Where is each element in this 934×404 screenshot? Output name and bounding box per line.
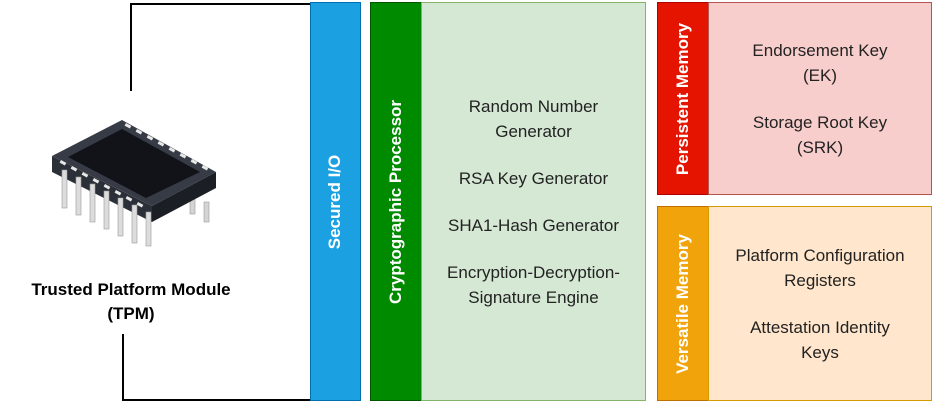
crypto-item-rng: Random Number Generator [468, 96, 599, 141]
crypto-item-encryption-engine: Encryption-Decryption-Signature Engine [447, 262, 620, 307]
crypto-processor-band: Cryptographic Processor [370, 2, 422, 401]
persistent-memory-panel: Endorsement Key (EK) Storage Root Key (S… [708, 2, 932, 195]
connector-line-top-vertical [130, 3, 132, 91]
tpm-label-line1: Trusted Platform Module [31, 280, 231, 299]
tpm-label-line2: (TPM) [107, 304, 155, 323]
versatile-memory-band: Versatile Memory [657, 206, 709, 401]
connector-line-bottom-horizontal [122, 399, 310, 401]
microchip-icon [40, 110, 230, 250]
persistent-memory-band: Persistent Memory [657, 2, 709, 195]
versatile-memory-label: Versatile Memory [673, 233, 693, 374]
crypto-processor-panel: Random Number Generator RSA Key Generato… [421, 2, 646, 401]
crypto-item-sha1: SHA1-Hash Generator [447, 215, 620, 235]
connector-line-bottom-vertical [122, 334, 124, 401]
persistent-memory-label: Persistent Memory [673, 22, 692, 175]
tpm-label: Trusted Platform Module (TPM) [0, 278, 262, 326]
persistent-item-ek: Endorsement Key (EK) [752, 40, 888, 85]
crypto-item-rsa: RSA Key Generator [458, 168, 609, 188]
connector-line-top-horizontal [130, 3, 310, 5]
secured-io-band: Secured I/O [310, 2, 361, 401]
versatile-item-aik: Attestation Identity Keys [750, 317, 890, 362]
versatile-item-pcr: Platform Configuration Registers [735, 245, 905, 290]
persistent-item-srk: Storage Root Key (SRK) [752, 112, 888, 157]
secured-io-label: Secured I/O [325, 154, 345, 249]
versatile-memory-panel: Platform Configuration Registers Attesta… [708, 206, 932, 401]
crypto-processor-label: Cryptographic Processor [386, 99, 405, 304]
